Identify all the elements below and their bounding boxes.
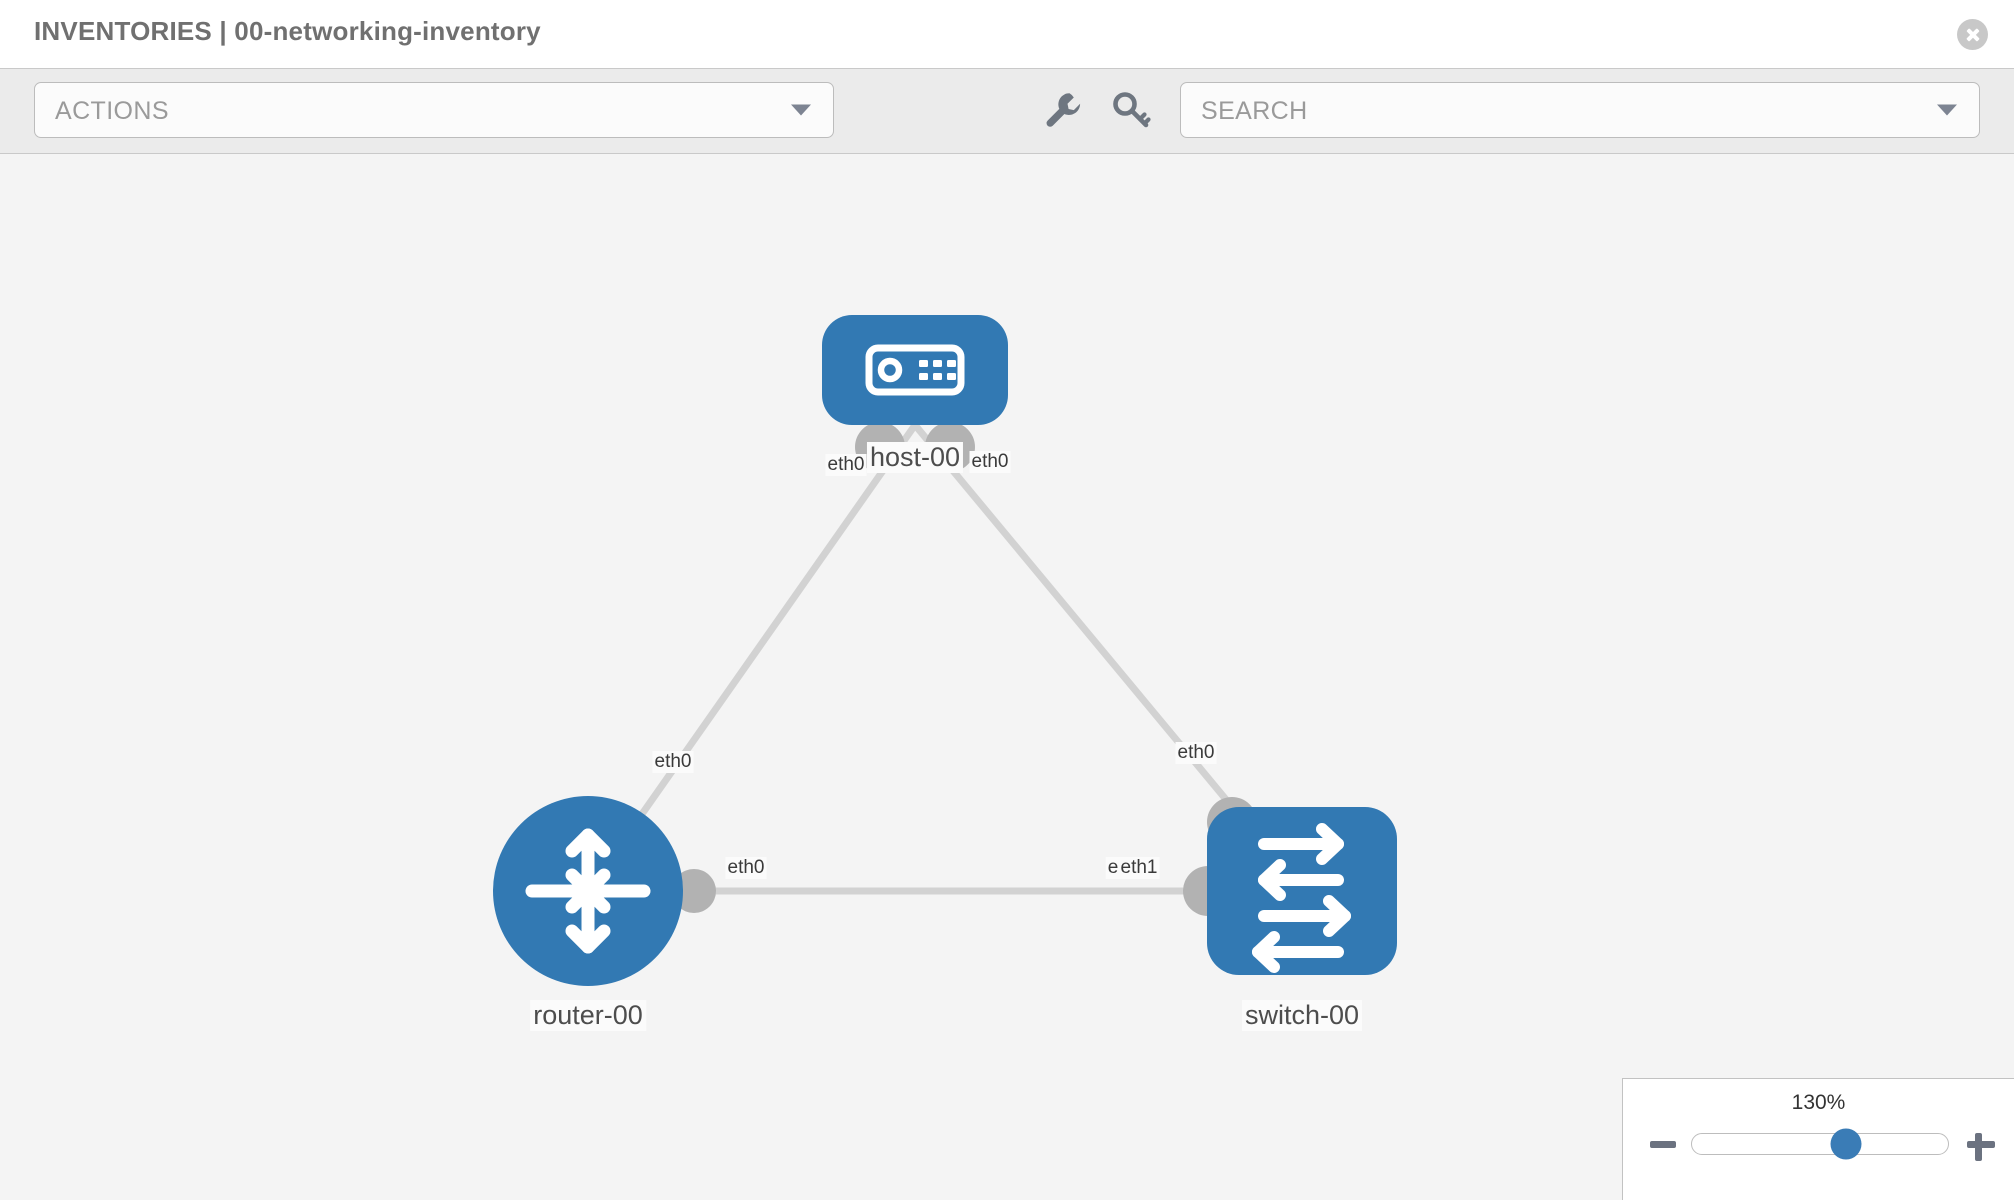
iface-label-switch00-eth1: eth1 <box>1118 857 1160 879</box>
zoom-level-label: 130% <box>1791 1091 1846 1114</box>
router-arrows-icon <box>525 828 651 954</box>
actions-dropdown-label: ACTIONS <box>55 97 169 125</box>
iface-label-host00-left: eth0 <box>825 454 867 476</box>
zoom-in-button[interactable] <box>1964 1127 1998 1161</box>
node-router-00[interactable] <box>493 796 683 986</box>
node-host-00[interactable] <box>822 315 1008 425</box>
zoom-slider[interactable] <box>1691 1128 1949 1160</box>
zoom-control-panel: 130% <box>1622 1078 2014 1200</box>
zoom-slider-thumb[interactable] <box>1830 1128 1862 1160</box>
page-title: INVENTORIES | 00-networking-inventory <box>34 16 541 46</box>
zoom-out-button[interactable] <box>1647 1127 1681 1161</box>
topology-links <box>585 422 1305 895</box>
node-label-switch-00: switch-00 <box>1241 1000 1363 1031</box>
chevron-down-icon[interactable] <box>1937 104 1957 116</box>
connector-router00-right[interactable] <box>672 869 716 913</box>
node-switch-00[interactable] <box>1207 807 1397 975</box>
topology-canvas[interactable]: host-00 router-00 switch-00 eth0 eth0 et… <box>0 154 2014 1200</box>
topology-connectors <box>672 422 1257 916</box>
topology-graph <box>493 315 1397 986</box>
actions-dropdown[interactable]: ACTIONS <box>34 82 834 138</box>
search-placeholder: SEARCH <box>1201 97 1308 125</box>
search-input[interactable]: SEARCH <box>1180 82 1980 138</box>
iface-label-router00-uplink: eth0 <box>652 751 694 773</box>
node-label-host-00: host-00 <box>866 442 964 473</box>
node-label-router-00: router-00 <box>530 1000 646 1031</box>
page-header: INVENTORIES | 00-networking-inventory <box>0 0 2014 68</box>
toolbar: ACTIONS SEARCH <box>0 68 2014 154</box>
wrench-icon[interactable] <box>1042 89 1084 131</box>
iface-label-router00-eth0: eth0 <box>725 857 767 879</box>
close-icon[interactable] <box>1957 19 1988 50</box>
chevron-down-icon <box>791 104 811 116</box>
iface-label-host00-right: eth0 <box>969 451 1011 473</box>
key-icon[interactable] <box>1110 89 1152 131</box>
iface-label-switch00-uplink: eth0 <box>1175 742 1217 764</box>
server-icon <box>865 344 965 396</box>
switch-arrows-icon <box>1252 823 1351 973</box>
